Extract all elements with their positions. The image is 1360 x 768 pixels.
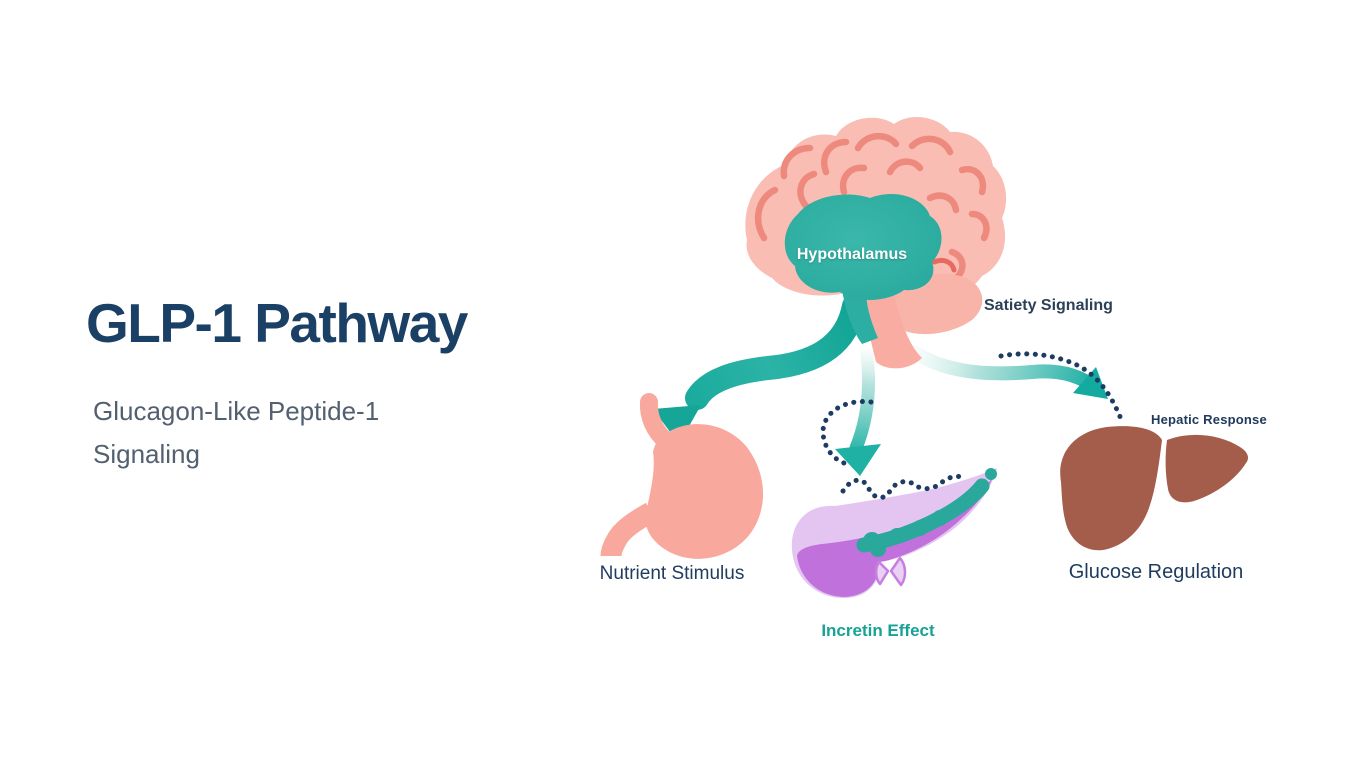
stomach-illustration xyxy=(600,393,764,559)
hypothalamus-shape xyxy=(784,194,942,301)
glucose-regulation-label: Glucose Regulation xyxy=(1068,561,1244,583)
hypothalamus-stem xyxy=(842,290,878,344)
page-subtitle: Glucagon-Like Peptide-1 Signaling xyxy=(93,396,380,470)
arrow-brain-to-stomach xyxy=(653,294,866,444)
liver-left-lobe xyxy=(1060,426,1162,551)
arrow-brain-to-liver xyxy=(907,345,1108,399)
satiety-signaling-label: Satiety Signaling xyxy=(984,297,1113,314)
duodenum-bowtie xyxy=(874,556,907,587)
brain-folds xyxy=(754,133,990,282)
nutrient-stimulus-label: Nutrient Stimulus xyxy=(599,563,745,584)
dotted-loop-pancreas-arrow xyxy=(820,399,874,466)
hepatic-response-label: Hepatic Response xyxy=(1151,412,1267,427)
dotted-wave-pancreas xyxy=(840,473,964,500)
liver-right-lobe xyxy=(1165,434,1248,503)
pancreas-illustration xyxy=(791,468,997,598)
incretin-effect-label: Incretin Effect xyxy=(821,621,935,640)
page-title: GLP-1 Pathway xyxy=(86,292,468,354)
dotted-signal-paths xyxy=(820,351,1124,500)
stomach-body xyxy=(645,424,764,559)
dotted-path-satiety-to-liver xyxy=(998,351,1124,422)
pylorus-duct xyxy=(600,502,657,557)
arrow-brain-to-pancreas xyxy=(835,341,881,476)
hypothalamus-label: Hypothalamus xyxy=(796,246,908,263)
liver-illustration xyxy=(1060,426,1248,551)
pancreatic-duct xyxy=(856,468,997,557)
brain-illustration xyxy=(745,117,1007,369)
brainstem xyxy=(862,286,922,369)
